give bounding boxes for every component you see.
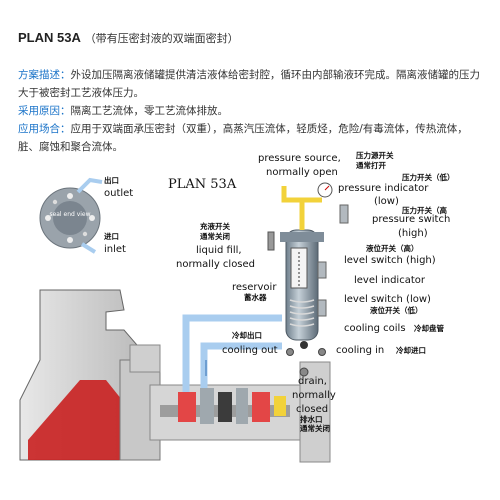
level-switch-low-label: level switch (low) bbox=[344, 294, 431, 305]
seal-end-view: seal end view bbox=[39, 187, 101, 249]
liquid-fill-cn-label-1: 充液开关 bbox=[200, 221, 230, 231]
pressure-switch-label: pressure switch bbox=[372, 214, 450, 225]
outlet-cn-label: 出口 bbox=[104, 175, 119, 185]
reservoir-cn-label: 蓄水器 bbox=[244, 292, 267, 302]
pressure-source-cn-label: 压力源开关 bbox=[356, 150, 394, 160]
pressure-switch-body bbox=[339, 204, 349, 224]
reservoir-vessel bbox=[280, 229, 324, 349]
cooling-coils-cn-label: 冷却盘管 bbox=[414, 323, 444, 333]
level-switch-high-cn-label: 液位开关（高） bbox=[366, 243, 419, 253]
drain-cn-label-2: 通常关闭 bbox=[300, 423, 330, 433]
drain-cn-label-1: 排水口 bbox=[300, 414, 323, 424]
drain-label-2: normally bbox=[292, 390, 336, 401]
section-application: 应用场合：应用于双端面承压密封（双重），高蒸汽压流体，轻质烃，危险/有毒流体，传… bbox=[18, 120, 488, 156]
mechanical-seal bbox=[178, 388, 286, 424]
pressure-indicator-cn-label: 压力开关（低） bbox=[402, 172, 455, 182]
drain-label-3: closed bbox=[296, 404, 328, 415]
level-indicator-label: level indicator bbox=[354, 275, 426, 286]
outlet-label: outlet bbox=[104, 188, 133, 199]
section-text: 外设加压隔离液储罐提供清洁液体给密封腔，循环由内部输液环完成。隔离液储罐的压力大… bbox=[18, 69, 480, 99]
liquid-fill-cn-label-2: 通常关闭 bbox=[200, 231, 230, 241]
pressure-indicator-label: pressure indicator bbox=[338, 183, 429, 194]
pressure-indicator-low-label: (low) bbox=[374, 196, 399, 207]
section-description: 方案描述：外设加压隔离液储罐提供清洁液体给密封腔，循环由内部输液环完成。隔离液储… bbox=[18, 66, 488, 102]
pressure-switch-high-label: (high) bbox=[398, 228, 428, 239]
reservoir-label: reservoir bbox=[232, 282, 277, 293]
drain-label-1: drain, bbox=[298, 376, 327, 387]
level-switch-high-body bbox=[317, 261, 327, 279]
inlet-arrow bbox=[80, 242, 97, 254]
section-label: 应用场合： bbox=[18, 123, 71, 135]
section-label: 采用原因： bbox=[18, 105, 71, 117]
cooling-out-valve bbox=[286, 348, 294, 356]
cooling-out-cn-label: 冷却出口 bbox=[232, 330, 262, 340]
level-switch-low-cn-label: 液位开关（低） bbox=[370, 305, 423, 315]
plan-title: PLAN 53A bbox=[18, 30, 81, 45]
cooling-out-label: cooling out bbox=[222, 345, 278, 356]
pressure-source-label-2: normally open bbox=[266, 167, 338, 178]
inlet-cn-label: 进口 bbox=[104, 231, 119, 241]
level-switch-low-body bbox=[317, 299, 327, 317]
pressure-switch-cn-label: 压力开关（高 bbox=[402, 205, 447, 215]
level-switch-high-label: level switch (high) bbox=[344, 255, 436, 266]
pump-casing bbox=[19, 289, 331, 463]
outlet-arrow bbox=[76, 177, 103, 194]
seal-view-label: seal end view bbox=[49, 211, 90, 218]
liquid-fill-valve bbox=[267, 231, 275, 251]
section-text: 隔离工艺流体，零工艺流体排放。 bbox=[70, 105, 229, 117]
pressure-line bbox=[281, 186, 322, 230]
pressure-source-label-1: pressure source, bbox=[258, 153, 341, 164]
cooling-in-label: cooling in bbox=[336, 345, 384, 356]
diagram-plan-label: PLAN 53A bbox=[168, 177, 237, 192]
drain-valve bbox=[299, 367, 309, 377]
cooling-in-valve bbox=[318, 348, 326, 356]
liquid-fill-label-1: liquid fill, bbox=[196, 245, 242, 256]
circulation-pipes bbox=[182, 314, 282, 392]
pressure-source-cn-label-2: 通常打开 bbox=[356, 160, 386, 170]
cooling-coils-label: cooling coils bbox=[344, 323, 406, 334]
inlet-label: inlet bbox=[104, 244, 126, 255]
section-text: 应用于双端面承压密封（双重），高蒸汽压流体，轻质烃，危险/有毒流体，传热流体，脏… bbox=[18, 123, 468, 153]
section-label: 方案描述： bbox=[18, 69, 71, 81]
section-reason: 采用原因：隔离工艺流体，零工艺流体排放。 bbox=[18, 102, 488, 120]
page-title: PLAN 53A （带有压密封液的双端面密封） bbox=[18, 30, 239, 46]
liquid-fill-label-2: normally closed bbox=[176, 259, 255, 270]
plan-subtitle: （带有压密封液的双端面密封） bbox=[84, 32, 239, 45]
cooling-in-cn-label: 冷却进口 bbox=[396, 345, 426, 355]
